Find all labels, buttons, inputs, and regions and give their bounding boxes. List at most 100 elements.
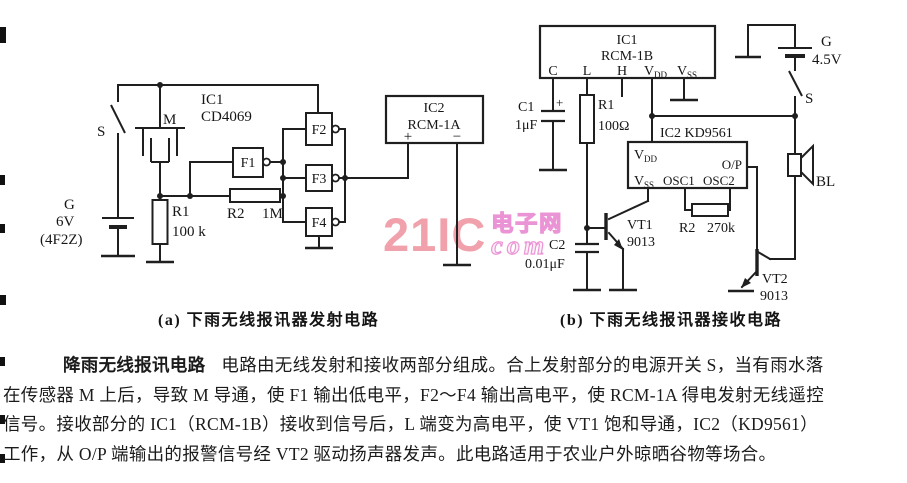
rain-sensor-symbol <box>135 127 185 163</box>
resistor-r2 <box>229 188 281 203</box>
ic1-rcm1b-box <box>538 24 717 80</box>
scan-artifact <box>0 27 6 43</box>
rx-label-c2: C2 <box>549 238 565 253</box>
kd-pin-op: O/P <box>722 157 742 172</box>
rx-pin-c: C <box>548 64 557 79</box>
resistor-r1 <box>579 94 595 144</box>
paragraph-line-3: 信号。接收部分的 IC1（RCM-1B）接收到信号后，L 端变为高电平，使 VT… <box>3 414 818 434</box>
rx-label-battery-voltage: 4.5V <box>812 52 842 68</box>
label-battery-voltage: 6V <box>56 214 75 230</box>
kd-pin-vdd: V <box>634 148 644 163</box>
label-battery-type: (4F2Z) <box>40 232 83 248</box>
rx-label-speaker-bl: BL <box>816 174 835 190</box>
scan-artifact <box>0 295 6 305</box>
rx-label-c1-value: 1μF <box>515 118 538 133</box>
resistor-r2 <box>691 203 729 217</box>
capacitor-plates <box>541 109 599 254</box>
caption-transmitter: (a) 下雨无线报讯器发射电路 <box>158 312 380 329</box>
rx-label-switch-s: S <box>805 91 813 107</box>
ground-bars <box>539 98 754 293</box>
receiver-circuit: IC1 RCM-1B C L H V DD V SS C1 1μF + R1 1… <box>515 24 842 304</box>
paragraph-line-4: 工作，从 O/P 端输出的报警信号经 VT2 驱动扬声器发声。此电路适用于农业户… <box>3 443 777 464</box>
circuit-diagrams: S M IC1 CD4069 G 6V (4F2Z) R1 100 k R2 1… <box>40 24 842 304</box>
speaker-body <box>787 153 802 177</box>
rx-label-r1: R1 <box>598 98 614 113</box>
label-minus-pin: − <box>453 129 461 145</box>
rx-label-vt1-part: 9013 <box>627 235 655 250</box>
inverter-bubbles <box>262 124 340 227</box>
switch-arm <box>788 70 803 97</box>
transmitter-circuit: S M IC1 CD4069 G 6V (4F2Z) R1 100 k R2 1… <box>40 82 485 267</box>
label-ic1: IC1 <box>201 92 224 108</box>
rx-label-ic1: IC1 <box>617 33 638 48</box>
paragraph-text-1: 电路由无线发射和接收两部分组成。合上发射部分的电源开关 S，当有雨水落 <box>221 355 824 375</box>
ic2-kd9561-box <box>626 140 749 190</box>
rx-label-ic1-part: RCM-1B <box>601 49 653 64</box>
receiver-wiring <box>552 24 796 289</box>
watermark-site-name: 电子网 <box>491 212 564 238</box>
watermark: 21IC 电子网 com <box>383 211 563 259</box>
label-switch-s: S <box>97 124 105 140</box>
rx-pin-vdd: V <box>644 64 654 79</box>
rx-pin-vss-sub: SS <box>687 70 697 80</box>
vt1-emitter-arrow <box>614 239 623 250</box>
rx-label-r2-value: 270k <box>707 221 735 236</box>
rx-label-ic2-title: IC2 KD9561 <box>660 126 733 141</box>
paragraph-line-2: 在传感器 M 上后，导致 M 导通，使 F1 输出低电平，F2～F4 输出高电平… <box>3 384 824 405</box>
rx-pin-vdd-sub: DD <box>654 70 667 80</box>
label-ic1-part: CD4069 <box>201 109 252 125</box>
transistor-base-bars <box>604 213 759 276</box>
paragraph-title: 降雨无线报讯电路 <box>63 355 206 375</box>
label-f3: F3 <box>312 172 327 187</box>
inverter-f1 <box>232 147 264 178</box>
watermark-com: com <box>491 231 549 261</box>
rx-pin-vss: V <box>677 64 687 79</box>
rx-label-vt2: VT2 <box>762 272 788 287</box>
rx-label-c2-value: 0.01μF <box>525 257 565 272</box>
rx-pin-l: L <box>583 64 592 79</box>
label-r1-value: 100 k <box>172 224 206 240</box>
rx-label-vt1: VT1 <box>627 218 653 233</box>
rx-label-c1: C1 <box>518 100 534 115</box>
kd-pin-osc2: OSC2 <box>703 173 735 188</box>
inverter-f4 <box>305 207 333 237</box>
ic2-rcm1a-box <box>384 94 485 145</box>
kd-pin-vss: V <box>634 174 644 189</box>
label-battery-g: G <box>64 197 75 213</box>
rx-label-battery-g: G <box>821 34 832 50</box>
kd-pin-vss-sub: SS <box>644 180 654 190</box>
scan-artifact <box>0 415 5 424</box>
description-paragraph: 降雨无线报讯电路电路由无线发射和接收两部分组成。合上发射部分的电源开关 S，当有… <box>3 351 905 469</box>
junction-dots <box>157 82 348 199</box>
label-r1: R1 <box>172 204 190 220</box>
ground-bars <box>101 246 471 267</box>
rx-label-r2: R2 <box>679 221 695 236</box>
caption-receiver: (b) 下雨无线报讯器接收电路 <box>560 312 783 329</box>
scan-artifact <box>0 175 5 185</box>
label-f1: F1 <box>241 156 256 171</box>
watermark-brand-logo: 21IC <box>383 208 487 261</box>
kd-pin-vdd-sub: DD <box>644 154 657 164</box>
paragraph-line-1: 降雨无线报讯电路电路由无线发射和接收两部分组成。合上发射部分的电源开关 S，当有… <box>3 351 905 381</box>
watermark-suffix: 电子网 com <box>491 212 564 261</box>
label-sensor-m: M <box>163 112 176 128</box>
rx-label-r1-value: 100Ω <box>598 119 629 134</box>
scan-artifact <box>0 224 5 233</box>
switch-arm <box>110 104 126 134</box>
rx-label-vt2-part: 9013 <box>760 289 788 304</box>
label-ic2-part: RCM-1A <box>408 118 462 133</box>
label-r2-value: 1M <box>262 206 283 222</box>
rx-pin-h: H <box>617 64 627 79</box>
label-ic2: IC2 <box>424 101 445 116</box>
vt2-emitter-arrow <box>741 278 751 288</box>
label-f2: F2 <box>312 123 327 138</box>
label-r2: R2 <box>227 206 245 222</box>
scan-artifact <box>0 357 5 366</box>
label-plus-pin: + <box>404 129 412 145</box>
junction-dots <box>584 113 798 231</box>
kd-pin-osc1: OSC1 <box>663 173 695 188</box>
resistor-r1 <box>151 199 169 245</box>
rx-label-c1-plus: + <box>556 95 563 110</box>
scan-artifact <box>0 454 5 463</box>
